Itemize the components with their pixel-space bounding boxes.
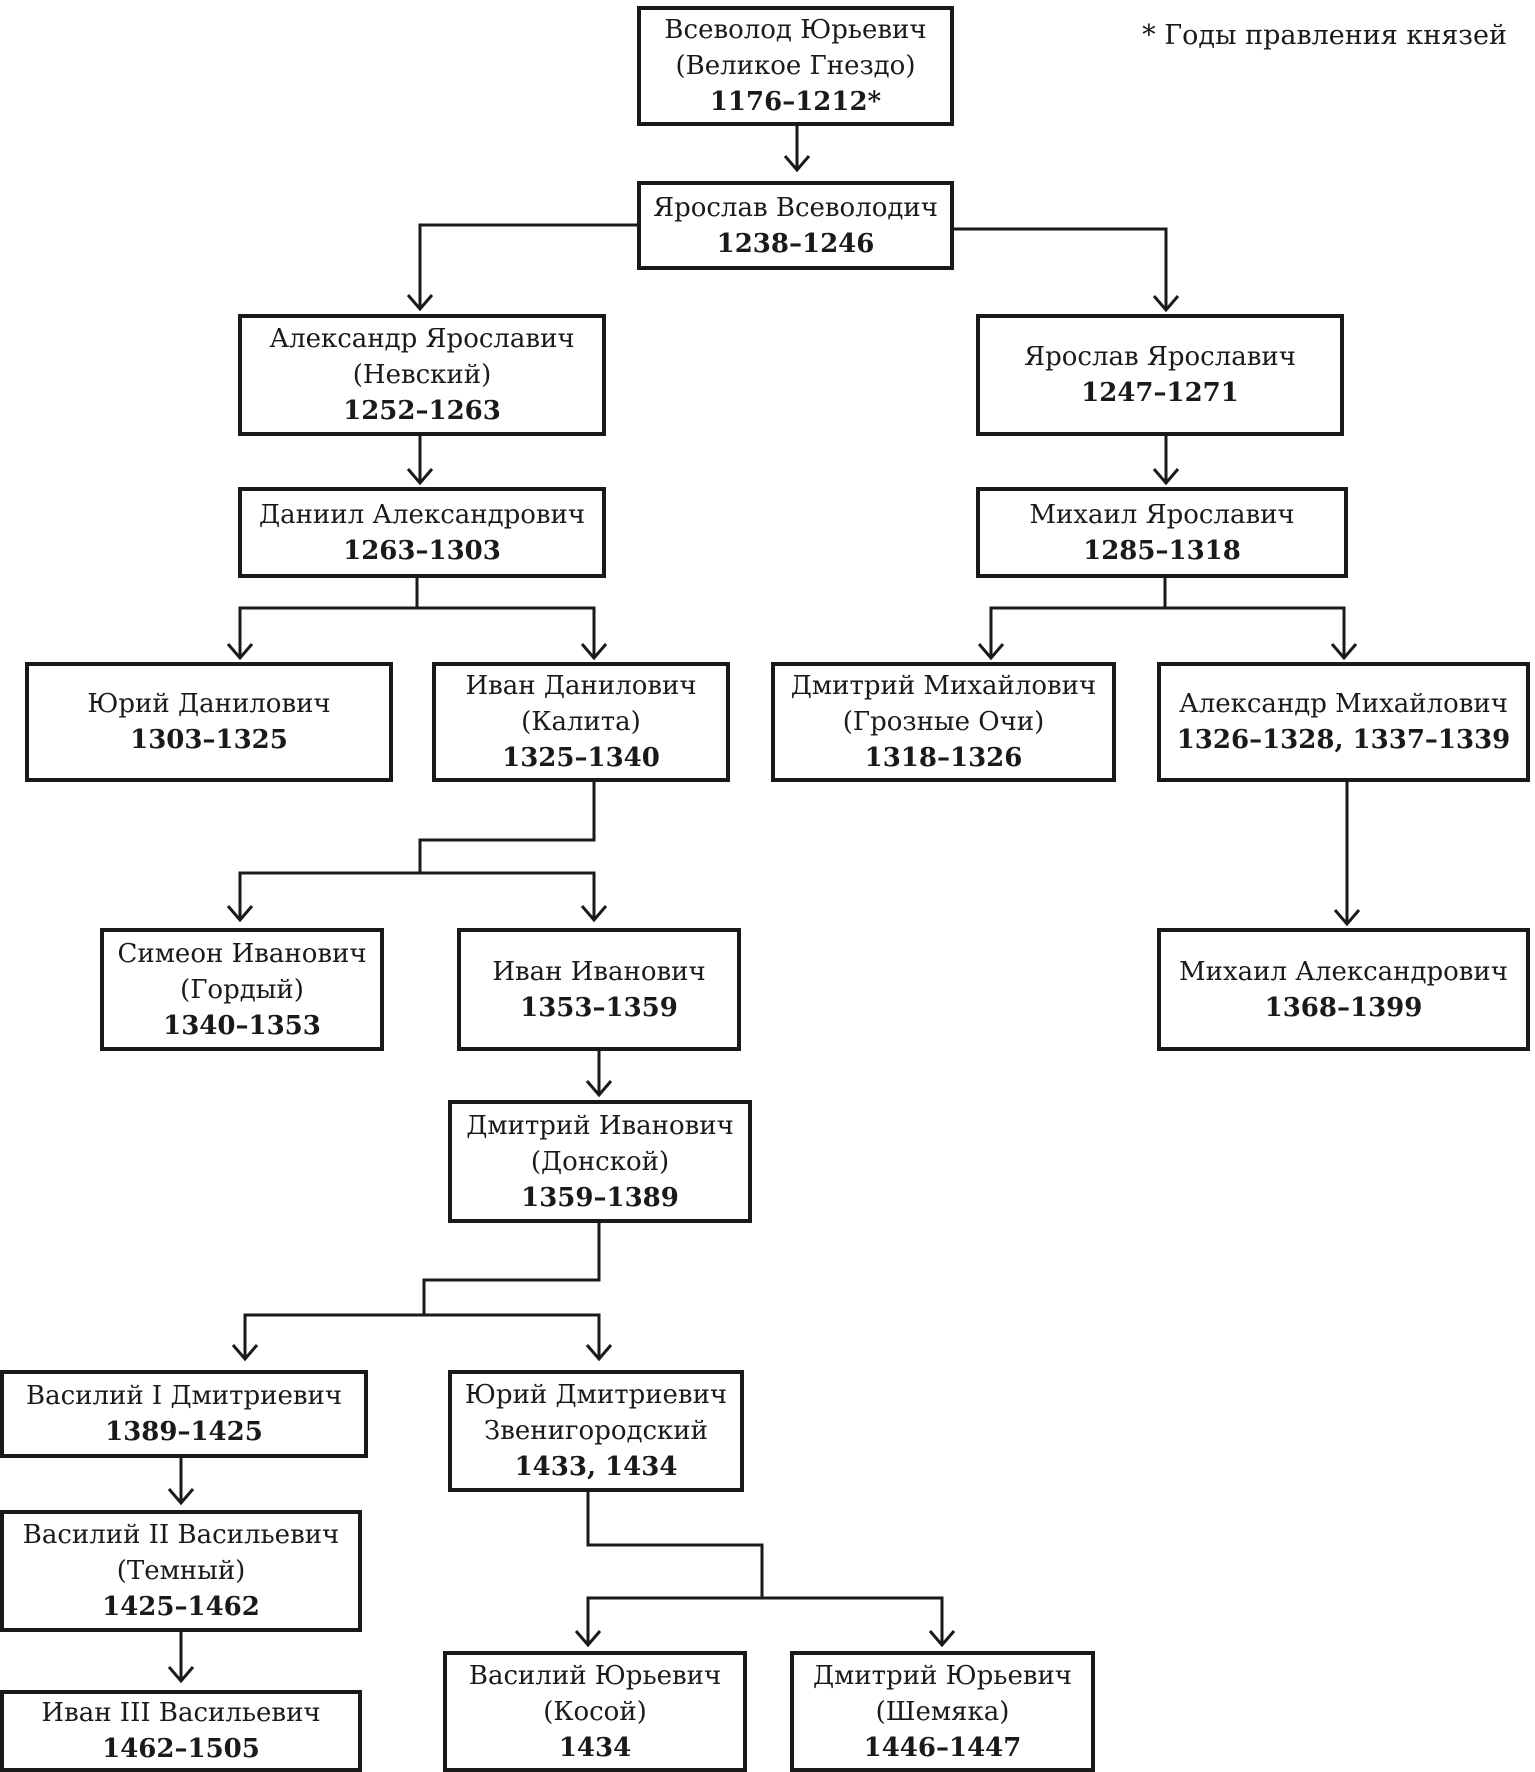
reign-years: 1318–1326 xyxy=(864,743,1023,773)
reign-years: 1389–1425 xyxy=(105,1417,263,1447)
node-vasili-1: Василий I Дмитриевич 1389–1425 xyxy=(0,1370,368,1458)
edge-aleksandr-mikh-mikhail-aleks xyxy=(1333,781,1361,927)
node-ivan-kalita: Иван Данилович (Калита) 1325–1340 xyxy=(432,662,730,782)
prince-nickname: (Косой) xyxy=(543,1696,647,1727)
edge-aleksandr-nev-daniil xyxy=(406,436,434,486)
prince-nickname: (Калита) xyxy=(521,707,641,737)
reign-years: 1433, 1434 xyxy=(514,1452,678,1482)
reign-years: 1326–1328, 1337–1339 xyxy=(1176,725,1511,755)
reign-years: 1368–1399 xyxy=(1264,992,1423,1023)
node-dmitri-shemyaka: Дмитрий Юрьевич (Шемяка) 1446–1447 xyxy=(790,1651,1095,1772)
node-vasili-kosoy: Василий Юрьевич (Косой) 1434 xyxy=(443,1651,747,1772)
prince-name: Иван Иванович xyxy=(492,956,706,987)
prince-name: Василий II Васильевич xyxy=(22,1520,340,1550)
node-vsevolod: Всеволод Юрьевич (Великое Гнездо) 1176–1… xyxy=(637,6,954,126)
prince-name: Всеволод Юрьевич xyxy=(664,15,927,45)
prince-name: Дмитрий Иванович xyxy=(466,1110,734,1141)
node-yuri-danilovich: Юрий Данилович 1303–1325 xyxy=(25,662,393,782)
reign-years: 1303–1325 xyxy=(130,725,288,755)
prince-nickname: (Темный) xyxy=(116,1556,246,1586)
prince-name: Иван III Васильевич xyxy=(41,1698,321,1728)
prince-name: Симеон Иванович xyxy=(117,938,367,969)
node-vasili-2-temny: Василий II Васильевич (Темный) 1425–1462 xyxy=(0,1510,362,1632)
node-mikhail-yaroslavich: Михаил Ярославич 1285–1318 xyxy=(976,487,1348,578)
prince-nickname: (Донской) xyxy=(530,1146,670,1177)
edge-vasili-2-ivan-3 xyxy=(167,1632,195,1684)
prince-name: Ярослав Всеволодич xyxy=(653,192,938,223)
reign-years: 1425–1462 xyxy=(102,1592,260,1622)
edge-yaroslav-yar-mikhail-yar xyxy=(1152,436,1180,486)
reign-years: 1263–1303 xyxy=(343,535,501,566)
reign-years: 1359–1389 xyxy=(521,1182,679,1213)
node-dmitri-mikhailovich: Дмитрий Михайлович (Грозные Очи) 1318–13… xyxy=(771,662,1116,782)
reign-years: 1325–1340 xyxy=(502,743,660,773)
reign-years: 1176–1212* xyxy=(709,87,882,117)
edge-vsevolod-yaroslav-vs xyxy=(783,126,811,173)
node-dmitri-donskoy: Дмитрий Иванович (Донской) 1359–1389 xyxy=(448,1100,752,1223)
edge-ivan-kalita-children xyxy=(226,781,608,923)
prince-nickname: (Шемяка) xyxy=(875,1696,1010,1727)
reign-years: 1446–1447 xyxy=(863,1732,1022,1763)
reign-years: 1247–1271 xyxy=(1081,378,1239,408)
prince-name: Василий Юрьевич xyxy=(468,1660,722,1691)
node-ivan-ivanovich: Иван Иванович 1353–1359 xyxy=(457,928,741,1051)
reign-years: 1353–1359 xyxy=(520,992,678,1023)
prince-name: Александр Ярославич xyxy=(269,324,575,354)
node-aleksandr-nevsky: Александр Ярославич (Невский) 1252–1263 xyxy=(238,314,606,436)
prince-nickname: (Великое Гнездо) xyxy=(675,51,916,81)
prince-nickname: Звенигородский xyxy=(484,1416,708,1446)
prince-nickname: (Гордый) xyxy=(180,974,304,1005)
edge-daniil-children xyxy=(226,578,608,661)
prince-name: Юрий Данилович xyxy=(87,689,331,719)
reign-years: 1462–1505 xyxy=(102,1734,260,1764)
prince-name: Михаил Ярославич xyxy=(1029,499,1295,530)
prince-nickname: (Невский) xyxy=(352,360,492,390)
reign-years: 1340–1353 xyxy=(163,1010,321,1041)
reign-years: 1238–1246 xyxy=(716,228,875,259)
reign-years: 1285–1318 xyxy=(1083,535,1241,566)
reign-years: 1252–1263 xyxy=(343,396,501,426)
prince-name: Даниил Александрович xyxy=(258,499,586,530)
edge-dmitri-donskoy-children xyxy=(231,1223,613,1362)
edge-yaroslav-vs-children xyxy=(406,223,1180,313)
prince-name: Василий I Дмитриевич xyxy=(25,1381,343,1411)
reign-years: 1434 xyxy=(558,1732,632,1763)
edge-vasili-1-vasili-2 xyxy=(167,1458,195,1506)
node-mikhail-aleksandrovich: Михаил Александрович 1368–1399 xyxy=(1157,928,1530,1051)
edge-mikhail-yar-children xyxy=(977,578,1358,661)
prince-nickname: (Грозные Очи) xyxy=(842,707,1045,737)
prince-name: Дмитрий Михайлович xyxy=(790,671,1097,701)
prince-name: Михаил Александрович xyxy=(1179,956,1508,987)
edge-ivan-ivan-dmitri-donskoy xyxy=(585,1051,613,1098)
prince-name: Дмитрий Юрьевич xyxy=(812,1660,1072,1691)
node-ivan-3: Иван III Васильевич 1462–1505 xyxy=(0,1690,362,1772)
node-simeon-gordy: Симеон Иванович (Гордый) 1340–1353 xyxy=(100,928,384,1051)
node-aleksandr-mikhailovich: Александр Михайлович 1326–1328, 1337–133… xyxy=(1157,662,1530,782)
legend-note: * Годы правления князей xyxy=(1142,20,1507,51)
node-yuri-zvenigorodsky: Юрий Дмитриевич Звенигородский 1433, 143… xyxy=(448,1370,744,1492)
prince-name: Иван Данилович xyxy=(465,671,697,701)
prince-name: Юрий Дмитриевич xyxy=(464,1380,728,1410)
node-yaroslav-vsevolodich: Ярослав Всеволодич 1238–1246 xyxy=(637,181,954,270)
node-yaroslav-yaroslavich: Ярослав Ярославич 1247–1271 xyxy=(976,314,1344,436)
prince-name: Александр Михайлович xyxy=(1179,689,1508,719)
edge-yuri-zven-children xyxy=(574,1492,956,1648)
prince-name: Ярослав Ярославич xyxy=(1024,342,1296,372)
node-daniil-aleksandrovich: Даниил Александрович 1263–1303 xyxy=(238,487,606,578)
